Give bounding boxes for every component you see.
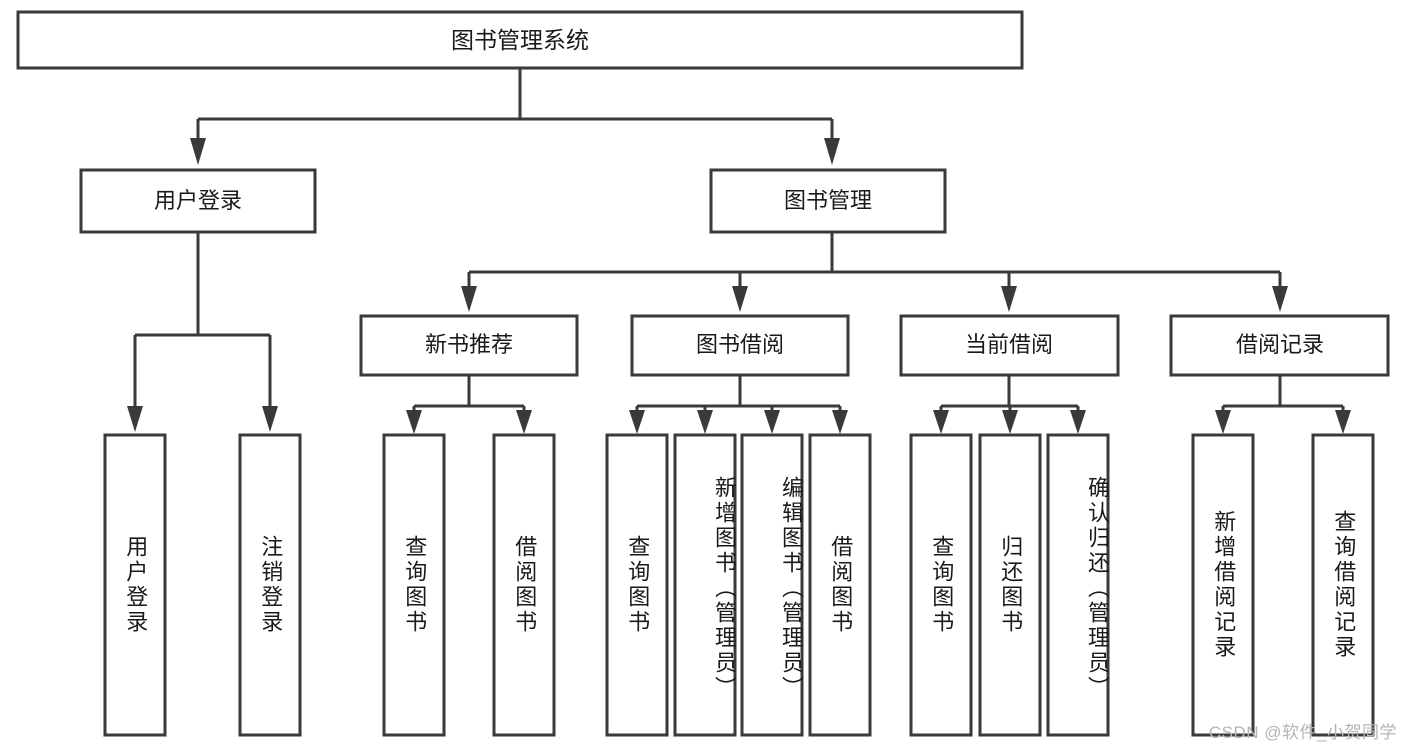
arrow-new-book-leaf-2 [516, 410, 532, 434]
arrow-user-login-leaf-2 [262, 406, 278, 432]
node-box-current-borrow[interactable] [899, 314, 1120, 377]
arrow-new-book-leaf-1 [406, 410, 422, 434]
arrow-root-to-user-login [190, 138, 206, 165]
arrow-book-borrow-leaf-2 [697, 410, 713, 434]
node-label-borrow-record: 借阅记录 [1236, 332, 1324, 357]
arrow-to-borrow-record [1272, 286, 1288, 312]
arrow-current-borrow-leaf-2 [1002, 410, 1018, 434]
node-label-book-borrow: 图书借阅 [696, 332, 784, 357]
arrow-book-borrow-leaf-1 [629, 410, 645, 434]
node-box-leaf-new-book-1[interactable] [382, 433, 446, 737]
node-box-book-manage[interactable] [709, 168, 947, 234]
arrow-to-new-book-recommend [461, 286, 477, 312]
arrow-book-borrow-leaf-3 [764, 410, 780, 434]
node-box-root[interactable] [16, 10, 1024, 70]
node-box-leaf-current-borrow-1[interactable] [909, 433, 973, 737]
node-box-leaf-book-borrow-2[interactable] [673, 433, 737, 737]
node-box-new-book-recommend[interactable] [359, 314, 579, 377]
node-box-borrow-record[interactable] [1169, 314, 1390, 377]
arrow-user-login-leaf-1 [127, 406, 143, 432]
node-box-leaf-user-login-2[interactable] [238, 433, 302, 737]
node-box-leaf-book-borrow-4[interactable] [808, 433, 872, 737]
node-box-leaf-user-login-1[interactable] [103, 433, 167, 737]
node-label-new-book-recommend: 新书推荐 [425, 332, 513, 357]
node-box-leaf-borrow-record-1[interactable] [1191, 433, 1255, 737]
node-box-user-login[interactable] [79, 168, 317, 234]
node-box-leaf-borrow-record-2[interactable] [1311, 433, 1375, 737]
node-label-current-borrow: 当前借阅 [965, 332, 1053, 357]
node-label-user-login: 用户登录 [154, 188, 242, 213]
connectors-layer [127, 68, 1351, 434]
node-label-book-manage: 图书管理 [784, 188, 872, 213]
node-box-leaf-book-borrow-3[interactable] [740, 433, 804, 737]
arrow-to-book-borrow [732, 286, 748, 312]
arrow-root-to-book-manage [824, 138, 840, 165]
nodes-layer: 图书管理系统 用户登录 图书管理 新书推荐 图书借阅 当前借阅 借阅记录 [16, 10, 1390, 737]
arrow-book-borrow-leaf-4 [832, 410, 848, 434]
node-box-leaf-new-book-2[interactable] [492, 433, 556, 737]
arrow-to-current-borrow [1001, 286, 1017, 312]
node-box-leaf-current-borrow-2[interactable] [978, 433, 1042, 737]
arrow-borrow-record-leaf-2 [1335, 410, 1351, 434]
node-box-book-borrow[interactable] [630, 314, 850, 377]
arrow-borrow-record-leaf-1 [1215, 410, 1231, 434]
node-label-root: 图书管理系统 [451, 27, 589, 53]
node-box-leaf-current-borrow-3[interactable] [1046, 433, 1110, 737]
arrow-current-borrow-leaf-3 [1070, 410, 1086, 434]
csdn-watermark: CSDN @软件_小贺同学 [1208, 723, 1397, 742]
node-box-leaf-book-borrow-1[interactable] [605, 433, 669, 737]
arrow-current-borrow-leaf-1 [933, 410, 949, 434]
